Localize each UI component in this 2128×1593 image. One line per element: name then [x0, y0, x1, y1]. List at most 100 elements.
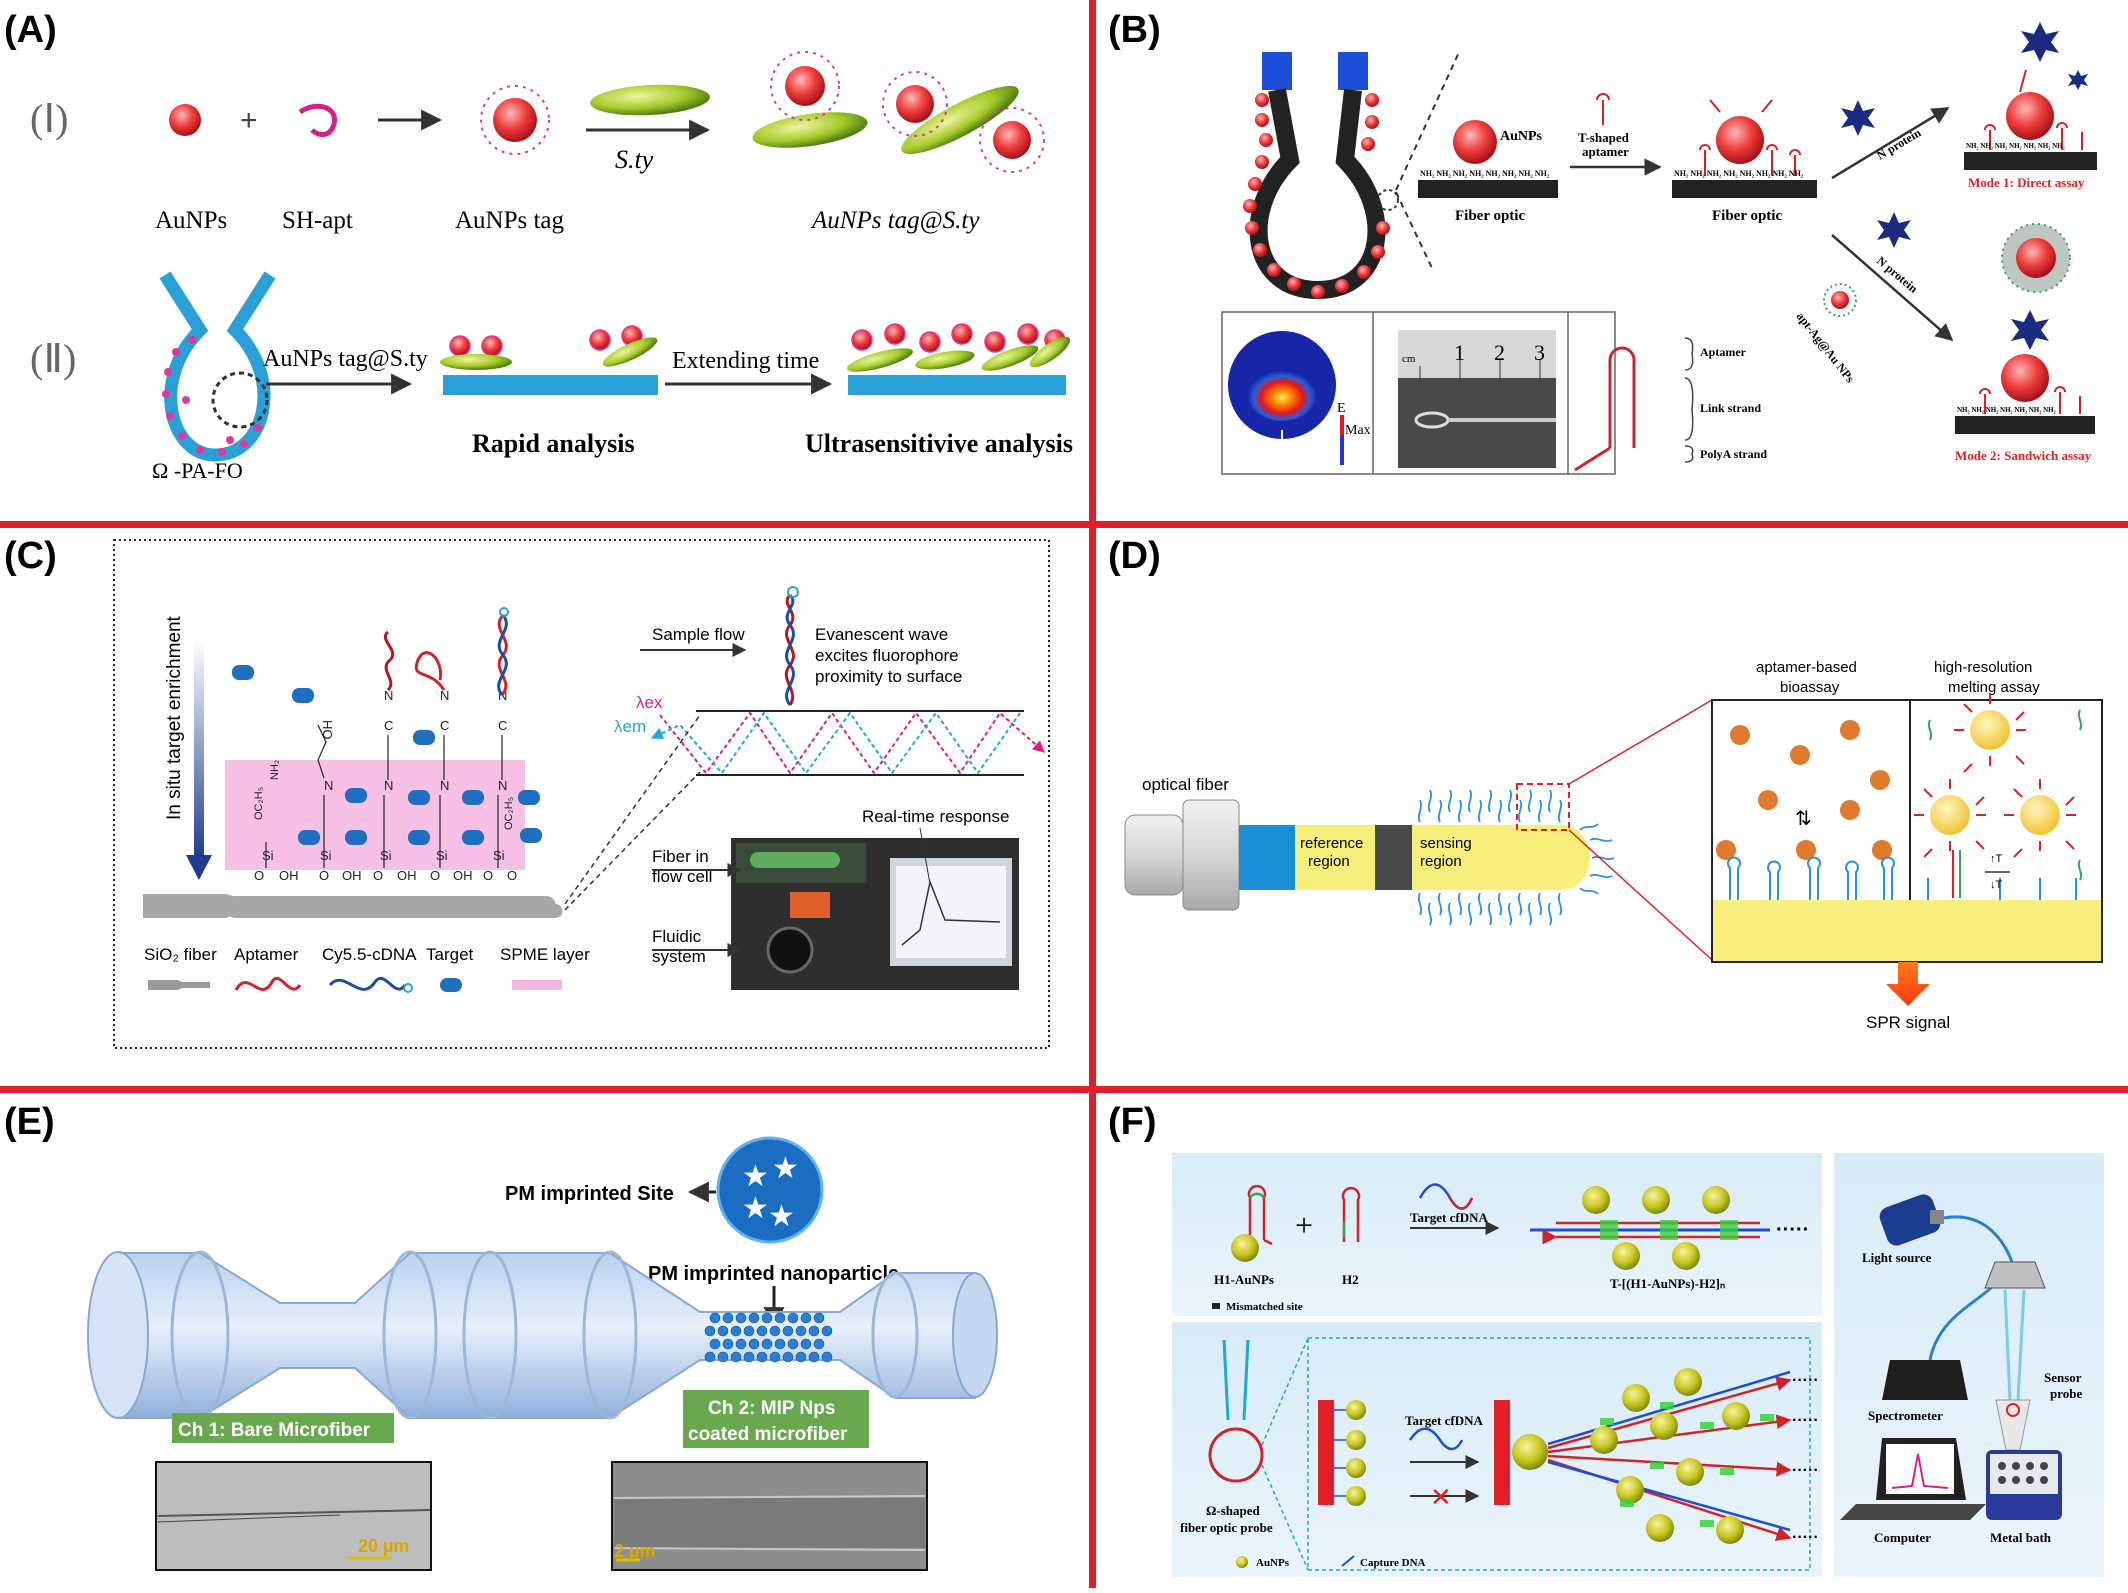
b-omega-label: Ω-FO	[1298, 219, 1338, 236]
d-gold-film	[1713, 900, 2101, 961]
svg-text:O: O	[373, 868, 383, 883]
e-ch2-label-2: coated microfiber	[688, 1424, 848, 1445]
b-zoom-line-1	[1395, 191, 1433, 269]
b-mode1-diagram: NH₂ NH₂ NH₂ NH₂ NH₂ NH₂ NH₂	[1964, 22, 2097, 170]
b-mode2-diagram: NH₂ NH₂ NH₂ NH₂ NH₂ NH₂ NH₂	[1955, 223, 2095, 434]
b-nprotein-2: N protein	[1874, 254, 1921, 296]
c-realtime-label: Real-time response	[862, 807, 1009, 826]
b-aunp-2	[1716, 116, 1764, 164]
vertical-divider	[1089, 0, 1096, 1588]
svg-text:NH₂ NH₂ NH₂ NH₂ NH₂ NH₂ NH₂: NH₂ NH₂ NH₂ NH₂ NH₂ NH₂ NH₂	[1957, 406, 2056, 414]
a-step-1: (Ⅰ)	[30, 96, 68, 141]
a-aunp-tag	[480, 85, 550, 155]
d-targets	[1716, 720, 1892, 860]
f-sensor-label-2: probe	[2050, 1386, 2082, 1401]
b-mode1-label: Mode 1: Direct assay	[1968, 175, 2085, 190]
c-aptamers	[384, 607, 509, 696]
horizontal-divider-2	[0, 1086, 2128, 1093]
d-sensing-region	[1412, 825, 1590, 890]
d-spr-arrow	[1886, 962, 1930, 1006]
e-ch2-box	[683, 1390, 869, 1448]
svg-text:OH: OH	[279, 868, 299, 883]
d-aptamer-brush	[1417, 789, 1615, 926]
panel-e: (E) ★★ ★★ PM imprinted Site PM imprinted…	[4, 1101, 998, 1571]
e-np-label: PM imprinted nanoparticle	[648, 1263, 899, 1285]
c-legend-aptamer: Aptamer	[234, 945, 299, 964]
svg-text:OH: OH	[453, 868, 473, 883]
a-step-2: (Ⅱ)	[30, 336, 76, 381]
panel-c-tag: (C)	[4, 535, 57, 577]
svg-text:O: O	[430, 868, 440, 883]
f-zoom-1	[1261, 1337, 1309, 1446]
f-computer-label: Computer	[1874, 1530, 1931, 1545]
b-arrow-mode1	[1831, 106, 1950, 180]
svg-text:N: N	[384, 778, 393, 793]
svg-text:★: ★	[772, 1152, 799, 1185]
svg-text:Si: Si	[493, 848, 505, 863]
f-h1-label: H1-AuNPs	[1214, 1272, 1274, 1287]
b-aptamer-schematic	[1574, 346, 1636, 472]
b-fiber-substrate-1	[1418, 180, 1558, 198]
e-ch1-label: Ch 1: Bare Microfiber	[178, 1420, 371, 1441]
svg-text:C: C	[498, 718, 507, 733]
svg-text:N: N	[324, 778, 333, 793]
svg-text:OH: OH	[342, 868, 362, 883]
b-inset-frame	[1221, 311, 1616, 475]
svg-text:N: N	[440, 778, 449, 793]
b-fiber-label-2: Fiber optic	[1712, 208, 1782, 224]
b-zoom-line-2	[1395, 49, 1461, 191]
svg-text:O: O	[319, 868, 329, 883]
a-tag-sty-complex-2	[882, 71, 1045, 173]
c-fluidic-2: system	[652, 947, 706, 966]
svg-text:Si: Si	[262, 848, 274, 863]
b-n-protein-2	[1877, 212, 1911, 248]
c-helix	[784, 586, 799, 706]
e-sem-coated	[611, 1461, 928, 1571]
c-spme-layer	[225, 760, 525, 870]
c-frame	[113, 539, 1050, 1049]
e-mip-nanoparticles	[704, 1312, 833, 1363]
b-aptamer-label: aptamer	[1582, 144, 1629, 159]
f-mismatch-label: Mismatched site	[1226, 1301, 1303, 1313]
panel-e-tag: (E)	[4, 1101, 55, 1143]
f-capture-legend-icon	[1341, 1555, 1355, 1567]
f-h2	[1341, 1186, 1361, 1242]
horizontal-divider-1	[0, 521, 2128, 528]
f-probe-label-2: fiber optic probe	[1180, 1520, 1273, 1535]
c-fiber-in-1: Fiber in	[652, 847, 709, 866]
d-zoom-line-1	[1568, 699, 1713, 785]
d-melting-2: melting assay	[1948, 679, 2040, 696]
f-target-label-2: Target cfDNA	[1405, 1413, 1483, 1428]
f-product-chain	[1530, 1186, 1770, 1270]
panel-b-tag: (B)	[1108, 9, 1161, 51]
b-brackets	[1684, 337, 1694, 463]
a-rapid-substrate	[443, 375, 658, 395]
d-exchange-arrows: ⇅	[1795, 808, 1812, 830]
b-mode2-label: Mode 2: Sandwich assay	[1955, 448, 2092, 463]
svg-text:OC₂H₅: OC₂H₅	[253, 787, 265, 820]
c-legend-fiber: SiO₂ fiber	[144, 945, 217, 964]
f-branch-green-sites	[1600, 1402, 1774, 1527]
f-h1-aunps	[1231, 1184, 1273, 1262]
f-surface-2	[1494, 1400, 1510, 1505]
e-scale-2: 2 µm	[614, 1541, 655, 1561]
d-aptamer-assay-2: bioassay	[1780, 679, 1840, 696]
svg-text:Si: Si	[436, 848, 448, 863]
d-optical-fiber-label: optical fiber	[1142, 775, 1229, 794]
e-scale-1: 20 µm	[358, 1536, 409, 1556]
d-probes-right	[1927, 709, 2083, 900]
f-surface-1	[1318, 1400, 1334, 1505]
d-t-down: ↓T	[1990, 879, 2003, 891]
f-h2-label: H2	[1342, 1272, 1359, 1287]
svg-text:N: N	[498, 778, 507, 793]
d-zoom-line-2	[1568, 829, 1713, 961]
e-site-label: PM imprinted Site	[505, 1183, 674, 1205]
f-metal-bath	[1986, 1450, 2062, 1520]
b-ruler-2: 2	[1494, 340, 1505, 365]
a-rapid-particles	[449, 325, 643, 357]
d-probes-left	[1727, 856, 1895, 900]
f-target-strand-2	[1408, 1427, 1464, 1451]
